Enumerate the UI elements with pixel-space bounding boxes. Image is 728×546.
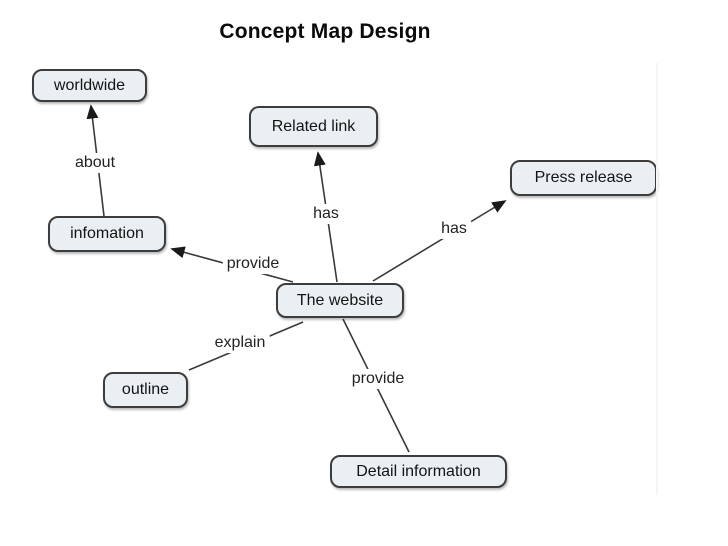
node-the-website: The website (276, 283, 404, 318)
node-press-release: Press release (510, 160, 657, 196)
edge-has-right (372, 200, 507, 282)
edge-label-provide-left: provide (222, 254, 284, 274)
node-related-link: Related link (249, 106, 378, 147)
edge-label-about: about (70, 153, 120, 173)
edge-label-explain: explain (210, 333, 270, 353)
node-detail-information: Detail information (330, 455, 507, 488)
canvas-edge-line (656, 63, 658, 495)
node-worldwide: worldwide (32, 69, 147, 102)
node-infomation: infomation (48, 216, 166, 252)
edge-label-has-right: has (437, 219, 471, 239)
edge-label-provide-down: provide (347, 369, 409, 389)
edge-label-has-up: has (309, 204, 343, 224)
page-title: Concept Map Design (219, 20, 431, 43)
node-outline: outline (103, 372, 188, 408)
